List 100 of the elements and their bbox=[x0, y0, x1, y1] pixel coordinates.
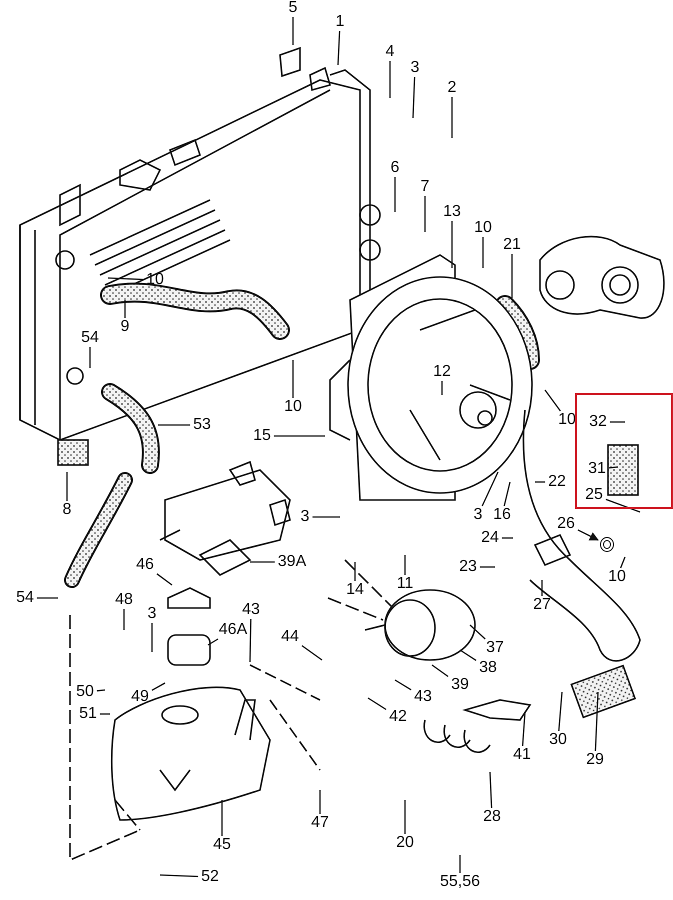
leader-line bbox=[541, 580, 543, 596]
leader-line bbox=[460, 649, 476, 661]
callout-number: 38 bbox=[478, 660, 498, 676]
leader-line bbox=[108, 277, 144, 280]
callout-number: 53 bbox=[192, 417, 212, 433]
callout-number: 39A bbox=[276, 554, 308, 570]
callout-number: 43 bbox=[413, 689, 433, 705]
callout-number: 22 bbox=[547, 474, 567, 490]
leader-line bbox=[578, 529, 599, 541]
leader-line bbox=[489, 772, 492, 808]
callout-number: 27 bbox=[532, 597, 552, 613]
callout-number: 28 bbox=[482, 809, 502, 825]
callout-number: 23 bbox=[458, 559, 478, 575]
callout-number: 7 bbox=[420, 179, 430, 195]
callout-number: 15 bbox=[252, 428, 272, 444]
leader-line bbox=[354, 562, 356, 581]
callout-number: 20 bbox=[395, 835, 415, 851]
leader-line bbox=[250, 561, 275, 563]
leader-line bbox=[502, 537, 513, 539]
callout-number: 49 bbox=[130, 689, 150, 705]
leader-line bbox=[482, 237, 484, 268]
leader-line bbox=[441, 381, 443, 395]
leader-line bbox=[319, 790, 321, 814]
leader-line bbox=[158, 424, 190, 426]
leader-line bbox=[608, 466, 618, 469]
leader-line bbox=[337, 30, 340, 66]
leader-line bbox=[404, 800, 406, 834]
leader-line bbox=[394, 177, 396, 212]
callout-number: 21 bbox=[502, 237, 522, 253]
leader-line bbox=[156, 573, 172, 586]
callout-number: 3 bbox=[410, 60, 420, 76]
leader-line bbox=[504, 482, 511, 506]
leader-line bbox=[535, 481, 546, 483]
leader-line bbox=[221, 800, 223, 836]
leader-line bbox=[558, 692, 563, 732]
callout-number: 10 bbox=[473, 220, 493, 236]
leader-line bbox=[610, 421, 625, 423]
callout-number: 43 bbox=[241, 602, 261, 618]
callout-number: 41 bbox=[512, 747, 532, 763]
leader-line bbox=[208, 638, 218, 646]
callout-number: 42 bbox=[388, 709, 408, 725]
callout-number: 48 bbox=[114, 592, 134, 608]
leader-line bbox=[274, 435, 325, 437]
callout-number: 47 bbox=[310, 815, 330, 831]
leader-line bbox=[292, 17, 294, 45]
callout-number: 52 bbox=[200, 869, 220, 885]
callout-number: 9 bbox=[120, 319, 130, 335]
callout-number: 29 bbox=[585, 752, 605, 768]
callout-number: 39 bbox=[450, 677, 470, 693]
leader-line bbox=[89, 347, 91, 368]
callout-number: 16 bbox=[492, 507, 512, 523]
callout-number: 25 bbox=[584, 487, 604, 503]
callout-number: 2 bbox=[446, 80, 458, 96]
leader-line bbox=[594, 692, 599, 752]
leader-line bbox=[96, 689, 106, 692]
leader-line bbox=[606, 498, 640, 513]
callout-number: 1 bbox=[334, 14, 346, 30]
callout-number: 32 bbox=[588, 414, 608, 430]
leader-line bbox=[459, 855, 461, 873]
callout-number: 30 bbox=[548, 732, 568, 748]
leader-line bbox=[620, 556, 626, 568]
callout-number: 13 bbox=[442, 204, 462, 220]
leader-line bbox=[470, 624, 486, 640]
leader-line bbox=[249, 618, 252, 662]
leader-line bbox=[66, 472, 68, 501]
callout-number: 10 bbox=[607, 569, 627, 585]
callout-number: 6 bbox=[390, 160, 400, 176]
callout-number: 4 bbox=[384, 44, 396, 60]
callout-number: 46 bbox=[135, 557, 155, 573]
callout-number: 46A bbox=[218, 622, 248, 638]
callout-number: 45 bbox=[212, 837, 232, 853]
leader-line bbox=[394, 679, 412, 690]
callout-number: 26 bbox=[556, 516, 576, 532]
leader-line bbox=[389, 61, 391, 98]
leader-line bbox=[432, 664, 448, 678]
leader-line bbox=[123, 609, 125, 630]
leader-line bbox=[424, 196, 426, 232]
callout-number: 12 bbox=[432, 364, 452, 380]
callout-number: 10 bbox=[557, 412, 577, 428]
leader-line bbox=[100, 713, 110, 715]
callout-number: 44 bbox=[280, 629, 300, 645]
callout-number: 8 bbox=[62, 502, 72, 518]
leader-line bbox=[404, 555, 406, 575]
leader-line bbox=[482, 472, 499, 506]
callout-number: 54 bbox=[80, 330, 100, 346]
leader-line bbox=[312, 516, 340, 518]
leader-line bbox=[544, 390, 561, 412]
callout-number: 55,56 bbox=[438, 874, 482, 890]
callout-number: 51 bbox=[78, 706, 98, 722]
leader-line bbox=[302, 645, 322, 661]
leader-line bbox=[36, 597, 58, 599]
leader-line bbox=[124, 300, 126, 318]
leader-line bbox=[511, 254, 513, 298]
leader-line bbox=[368, 697, 386, 710]
leader-line bbox=[412, 76, 416, 118]
leader-line bbox=[451, 221, 453, 268]
callout-number: 24 bbox=[480, 530, 500, 546]
callout-number: 3 bbox=[472, 507, 484, 523]
callout-number: 3 bbox=[300, 509, 310, 525]
leader-line bbox=[292, 360, 294, 398]
